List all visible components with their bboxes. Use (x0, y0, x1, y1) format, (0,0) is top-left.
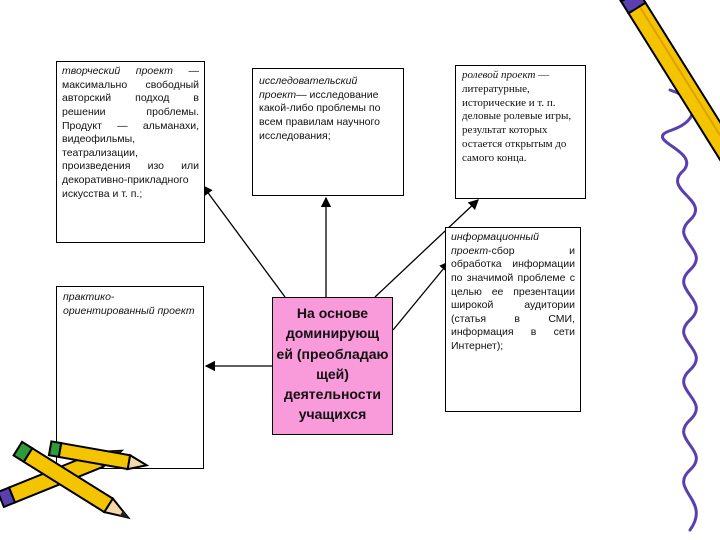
arrow-to-info (392, 260, 450, 331)
info-project-box: информационный проект-сбор и обработка и… (445, 227, 581, 412)
research-project-term: исследовательский проект (259, 75, 358, 101)
arrow-to-role (374, 199, 479, 298)
research-project-text: — исследование какой-либо проблемы по вс… (259, 88, 381, 142)
role-project-term: ролевой проект (462, 69, 536, 81)
creative-project-box: творческий проект — максимально свободны… (56, 61, 205, 243)
center-box: На основе доминирующ ей (преобладаю щей)… (272, 297, 393, 435)
role-project-text: — литературные, исторические и т. п. дел… (462, 69, 572, 164)
pencil-icon (47, 440, 150, 471)
center-box-text: На основе доминирующ ей (преобладаю щей)… (276, 305, 389, 423)
creative-project-text: — максимально свободный авторский подход… (62, 65, 199, 200)
role-project-box: ролевой проект — литературные, историчес… (455, 65, 586, 199)
practice-project-term: практико-ориентированный проект (63, 291, 195, 317)
research-project-box: исследовательский проект— исследование к… (252, 68, 404, 196)
info-project-term: информационный проект (451, 231, 539, 257)
practice-project-box: практико-ориентированный проект (56, 286, 204, 469)
pencil-icon (12, 440, 131, 520)
arrow-to-creative (202, 184, 286, 298)
info-project-text: -сбор и обработка информации по значимой… (451, 244, 575, 353)
creative-project-term: творческий проект (62, 65, 173, 77)
pencil-icon (612, 0, 720, 198)
squiggle-decoration (661, 88, 698, 532)
